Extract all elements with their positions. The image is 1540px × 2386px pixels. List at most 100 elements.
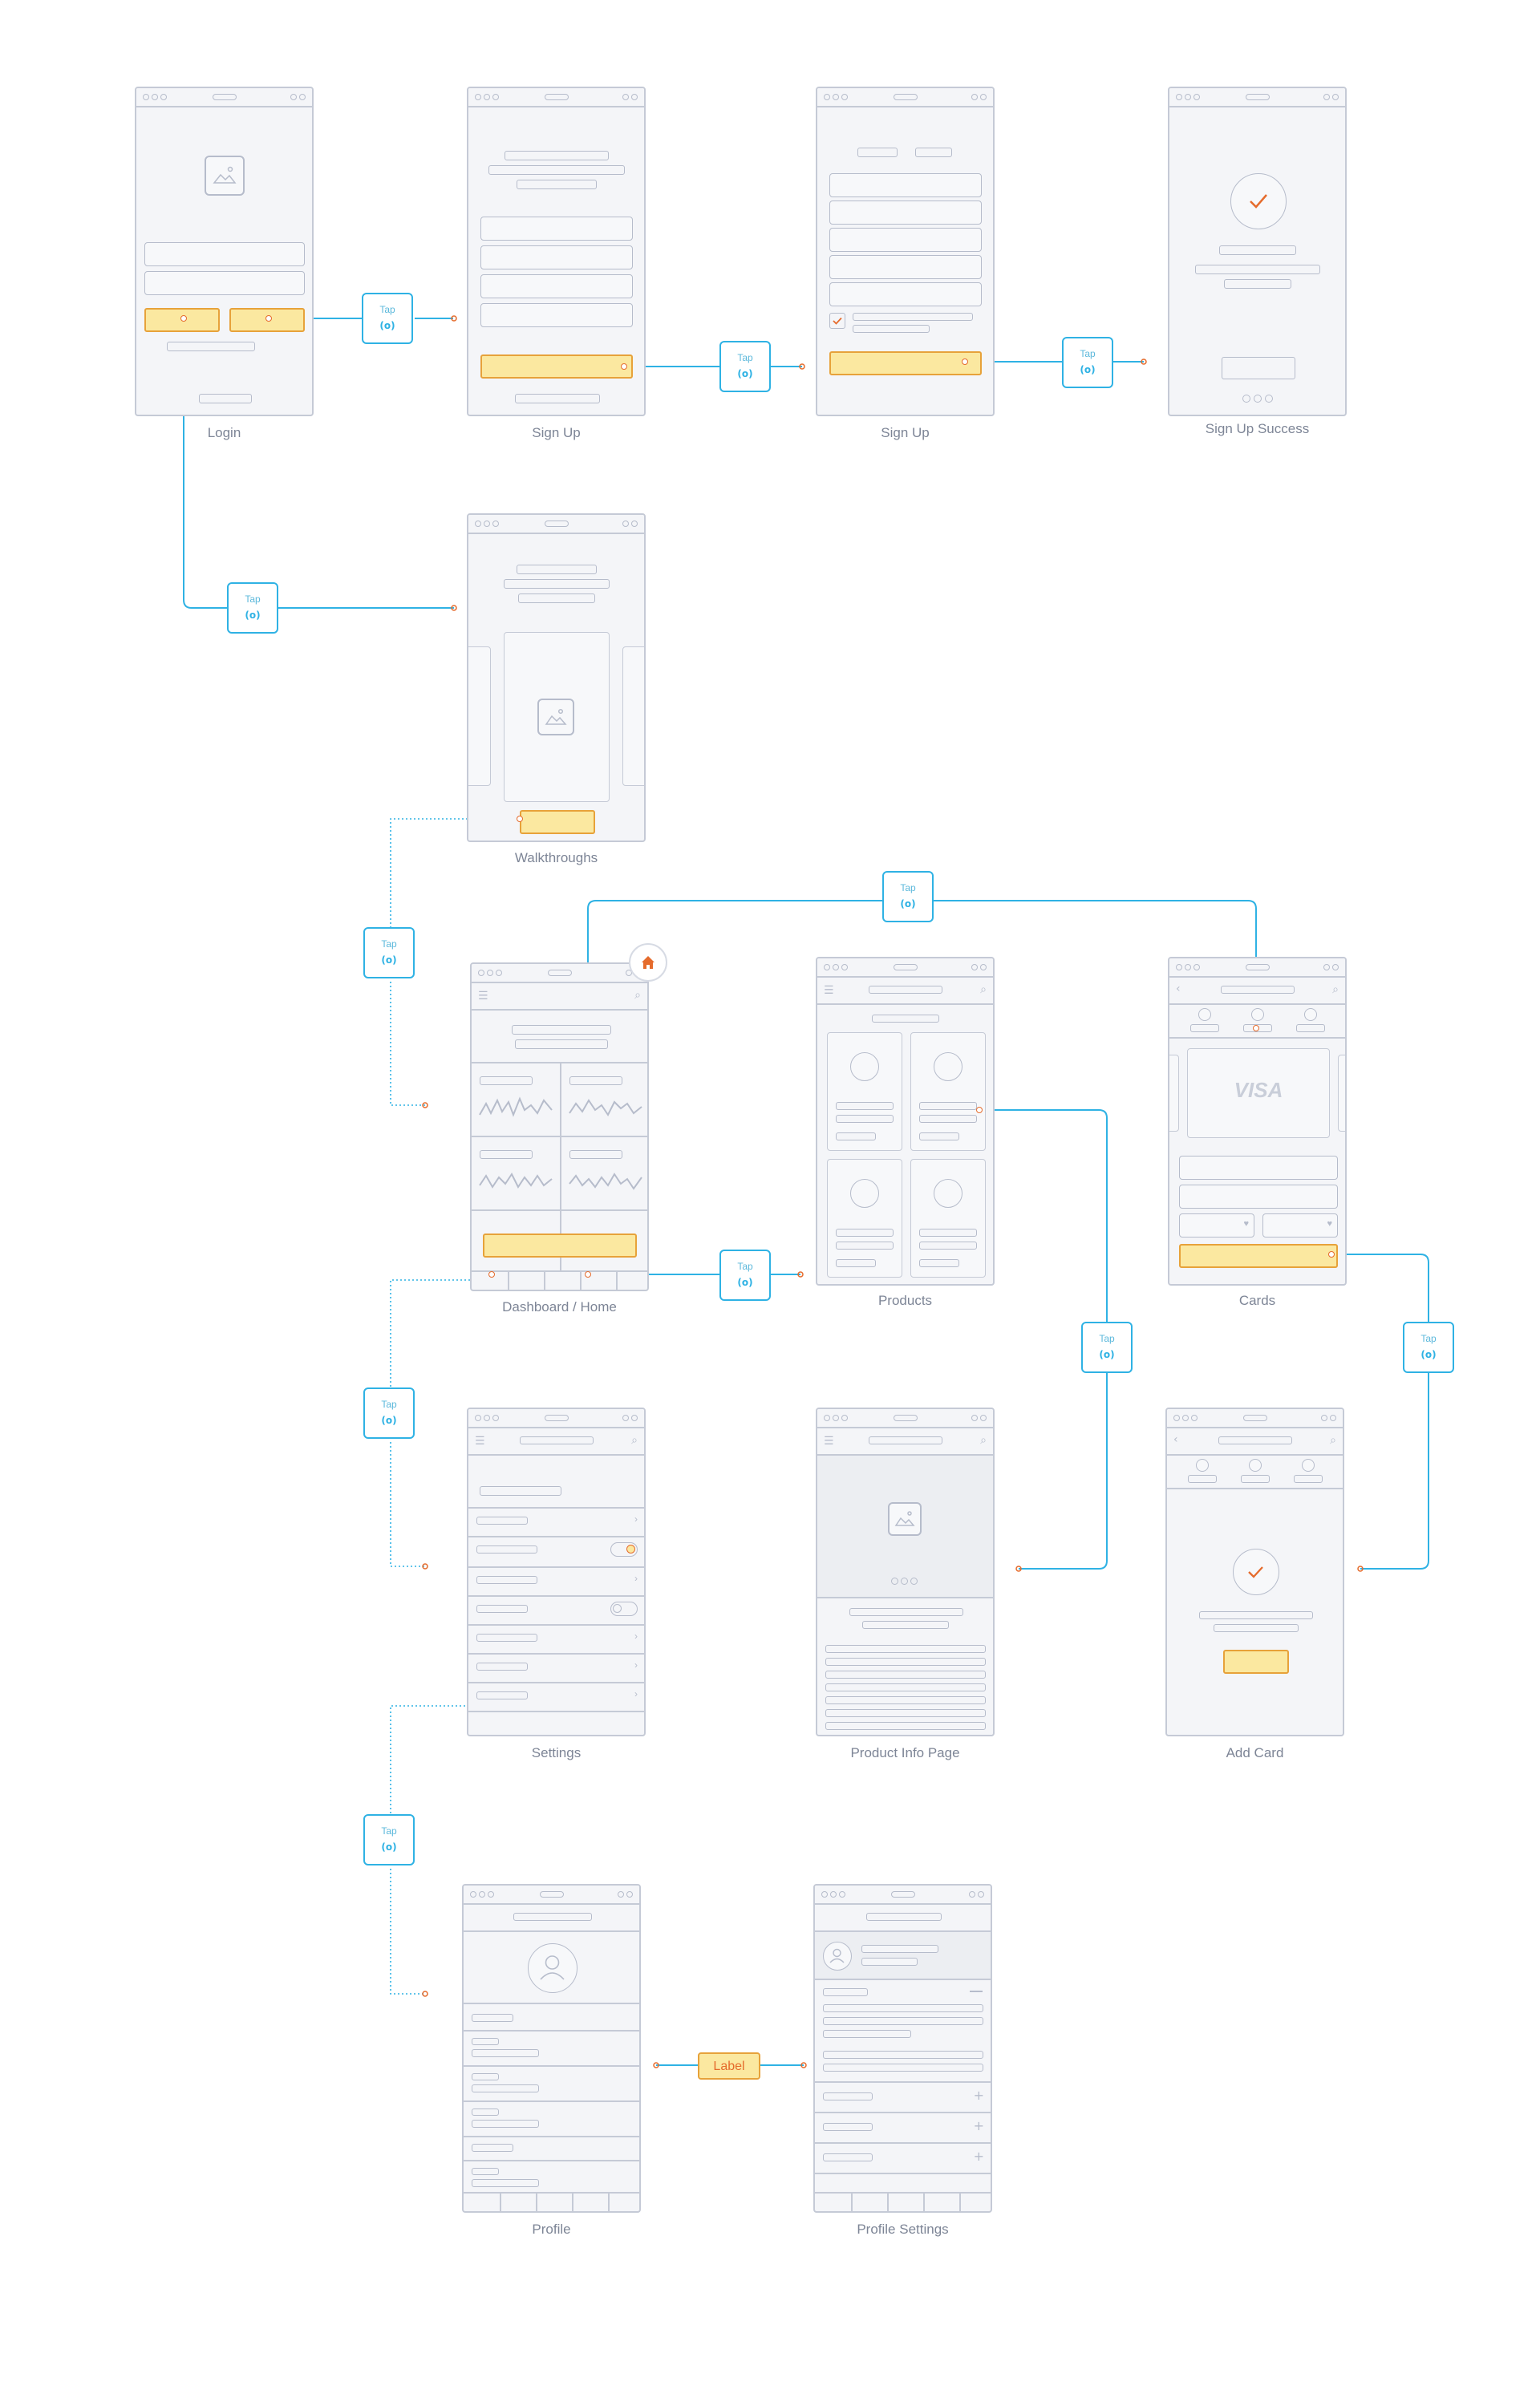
menu-icon[interactable]: ☰ — [824, 984, 834, 997]
walkthrough-card[interactable] — [504, 632, 610, 802]
stat-label — [480, 1076, 533, 1085]
expiry-select[interactable]: ♥ — [1179, 1213, 1254, 1238]
signup-button[interactable] — [229, 308, 305, 332]
input-field[interactable] — [829, 255, 982, 279]
step-indicator[interactable] — [1198, 1008, 1211, 1021]
chevron-right-icon[interactable]: › — [634, 1659, 638, 1671]
prev-card[interactable] — [1169, 1055, 1179, 1132]
input-field[interactable] — [480, 274, 633, 298]
chevron-right-icon[interactable]: › — [634, 1573, 638, 1584]
card-holder-field[interactable] — [1179, 1185, 1338, 1209]
caption-product-info: Product Info Page — [850, 1745, 960, 1760]
get-started-button[interactable] — [520, 810, 595, 834]
footer-link[interactable] — [515, 394, 600, 403]
screen-products: ☰ ⌕ — [816, 957, 995, 1286]
chevron-right-icon[interactable]: › — [634, 1631, 638, 1642]
signup-submit-button[interactable] — [829, 351, 982, 375]
footer-link[interactable] — [199, 394, 252, 403]
input-field[interactable] — [829, 173, 982, 197]
plus-icon[interactable]: + — [973, 2118, 984, 2133]
tap-label: Tap — [1420, 1333, 1437, 1344]
product-thumb — [934, 1179, 962, 1208]
back-icon[interactable]: ‹ — [1176, 982, 1181, 995]
dotted-settings-profile — [390, 1705, 465, 1814]
chevron-right-icon[interactable]: › — [634, 1513, 638, 1525]
search-icon[interactable]: ⌕ — [634, 989, 641, 1002]
cvv-select[interactable]: ♥ — [1262, 1213, 1338, 1238]
step-indicator[interactable] — [1251, 1008, 1264, 1021]
status-bar — [136, 88, 312, 107]
search-icon[interactable]: ⌕ — [980, 1434, 987, 1447]
menu-icon[interactable]: ☰ — [478, 990, 488, 1003]
add-card-button[interactable] — [1179, 1244, 1338, 1268]
back-icon[interactable]: ‹ — [1173, 1433, 1178, 1446]
next-card[interactable] — [1338, 1055, 1345, 1132]
search-icon[interactable]: ⌕ — [980, 983, 987, 996]
step-indicator[interactable] — [1304, 1008, 1317, 1021]
tap-gesture-walkthroughs-dashboard: Tap(o) — [363, 927, 415, 978]
screen-signup-1 — [467, 87, 646, 416]
tab-line[interactable] — [857, 148, 898, 157]
done-button[interactable] — [1223, 1650, 1289, 1674]
tap-gesture-signup-signup2: Tap(o) — [719, 341, 771, 392]
prev-card[interactable] — [468, 646, 491, 786]
product-card[interactable] — [827, 1032, 902, 1151]
card-number-field[interactable] — [1179, 1156, 1338, 1180]
link-dashboard-cards — [587, 900, 882, 1274]
tap-gesture-signup2-success: Tap(o) — [1062, 337, 1113, 388]
chevron-right-icon[interactable]: › — [634, 1688, 638, 1699]
input-field[interactable] — [829, 201, 982, 225]
description-line — [825, 1683, 986, 1691]
product-card[interactable] — [910, 1159, 986, 1278]
input-field[interactable] — [480, 303, 633, 327]
message-line — [1195, 265, 1320, 274]
search-icon[interactable]: ⌕ — [631, 1434, 638, 1447]
step-indicator[interactable] — [1196, 1459, 1209, 1472]
input-field[interactable] — [829, 282, 982, 306]
product-name-line — [919, 1229, 977, 1237]
avatar[interactable] — [528, 1943, 578, 1993]
continue-button[interactable] — [1222, 357, 1295, 379]
plus-icon[interactable]: + — [973, 2088, 984, 2103]
tap-icon: (o) — [381, 1841, 397, 1853]
product-card[interactable] — [910, 1032, 986, 1151]
plus-icon[interactable]: + — [973, 2149, 984, 2164]
product-price-line — [919, 1242, 977, 1250]
tap-icon: (o) — [1099, 1349, 1115, 1360]
carousel-dots[interactable] — [891, 1578, 918, 1585]
avatar[interactable] — [823, 1942, 852, 1971]
menu-icon[interactable]: ☰ — [824, 1435, 834, 1448]
next-card[interactable] — [622, 646, 644, 786]
username-field[interactable] — [144, 242, 305, 266]
toggle-switch-off[interactable] — [610, 1602, 638, 1616]
search-icon[interactable]: ⌕ — [1332, 983, 1339, 996]
dotted-dashboard-settings — [390, 1279, 470, 1387]
product-card[interactable] — [827, 1159, 902, 1278]
dashboard-action-button[interactable] — [483, 1234, 637, 1258]
search-icon[interactable]: ⌕ — [1330, 1434, 1336, 1447]
input-field[interactable] — [480, 217, 633, 241]
step-indicator[interactable] — [1249, 1459, 1262, 1472]
step-label — [1190, 1024, 1219, 1032]
password-field[interactable] — [144, 271, 305, 295]
sparkline-chart — [479, 1173, 553, 1189]
link-products-info — [979, 1109, 1108, 1322]
forgot-password-link[interactable] — [167, 342, 255, 351]
image-placeholder-icon — [205, 156, 245, 196]
menu-icon[interactable]: ☰ — [475, 1435, 485, 1448]
description-line — [825, 1658, 986, 1666]
connection-node — [621, 363, 627, 370]
credit-card[interactable]: VISA — [1187, 1048, 1330, 1138]
input-field[interactable] — [829, 228, 982, 252]
tab-line[interactable] — [915, 148, 952, 157]
step-indicator[interactable] — [1302, 1459, 1315, 1472]
input-field[interactable] — [480, 245, 633, 269]
terms-checkbox[interactable] — [829, 313, 845, 329]
signup-submit-button[interactable] — [480, 354, 633, 379]
header-title-line — [513, 1913, 592, 1921]
toggle-switch-on[interactable] — [610, 1542, 638, 1557]
product-thumb — [934, 1052, 962, 1081]
connection-node — [488, 1271, 495, 1278]
minus-icon[interactable] — [970, 1991, 983, 1992]
